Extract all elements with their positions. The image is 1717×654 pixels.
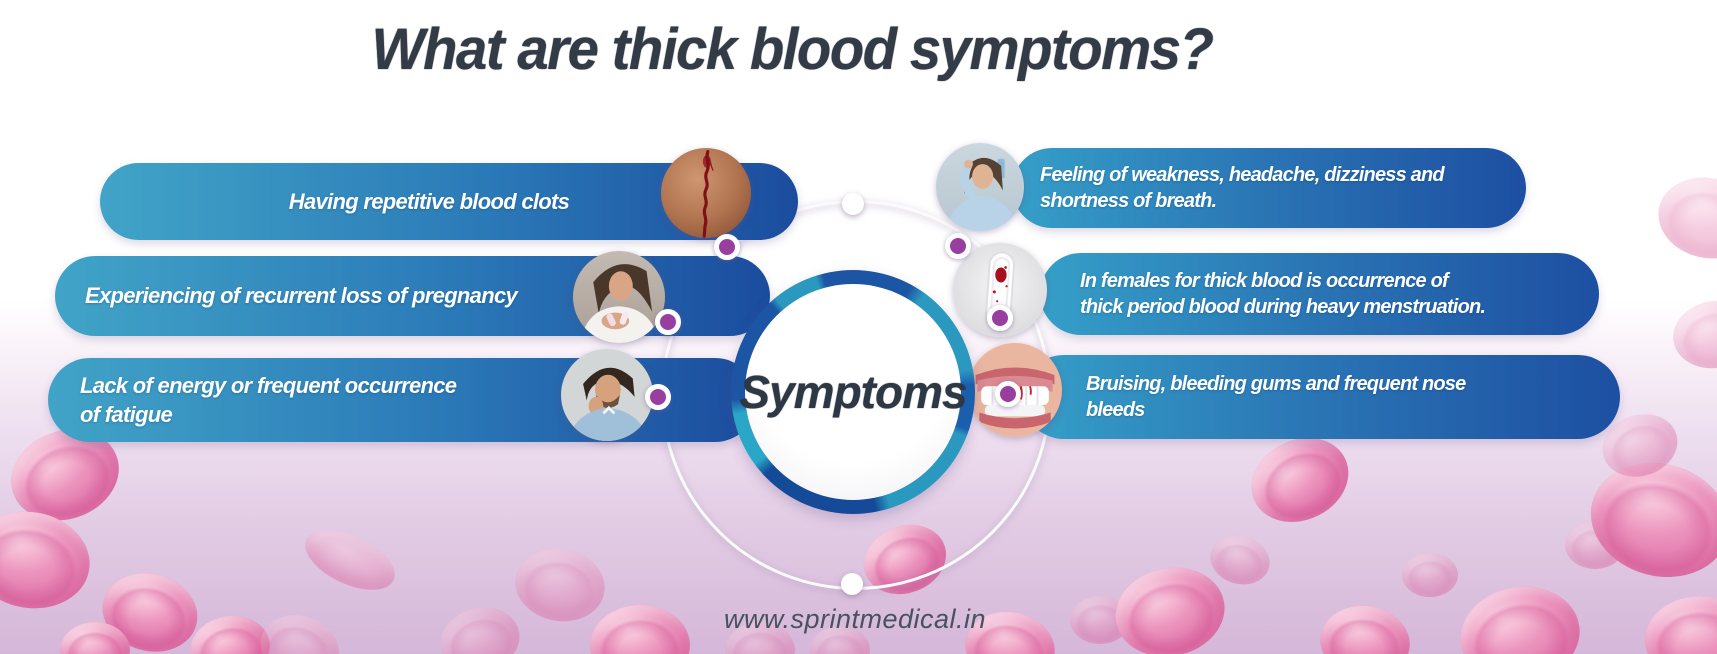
connector-dot <box>995 381 1021 407</box>
blood-clot-illustration <box>661 148 751 238</box>
orbit-node-bottom <box>841 573 863 595</box>
symptom-text: In females for thick blood is occurrence… <box>1080 269 1486 318</box>
symptom-text: Having repetitive blood clots <box>288 188 570 214</box>
center-circle: Symptoms <box>731 270 975 514</box>
symptom-text: Bruising, bleeding gums and frequent nos… <box>1086 372 1466 421</box>
connector-dot <box>714 234 740 260</box>
symptom-pill-bleeding-gums: Bruising, bleeding gums and frequent nos… <box>1022 355 1620 439</box>
symptom-text: Feeling of weakness, headache, dizziness… <box>1040 163 1445 212</box>
connector-dot <box>987 305 1013 331</box>
connector-dot <box>655 309 681 335</box>
blood-cell-decoration <box>1107 557 1233 654</box>
photo-woman-holding-pregnancy-test <box>573 251 665 343</box>
blood-cell-decoration <box>1645 596 1717 654</box>
photo-fatigued-man <box>561 349 653 441</box>
website-url: www.sprintmedical.in <box>723 604 987 634</box>
center-circle-inner: Symptoms <box>739 284 968 500</box>
connector-dot <box>645 384 671 410</box>
center-label: Symptoms <box>739 366 967 418</box>
blood-cell-decoration <box>251 604 349 654</box>
blood-cell-decoration <box>1315 600 1415 654</box>
blood-cell-decoration <box>1204 529 1276 591</box>
symptom-text: Experiencing of recurrent loss of pregna… <box>85 283 518 309</box>
pregnancy-test-illustration <box>573 251 665 343</box>
symptom-pill-heavy-menstruation: In females for thick blood is occurrence… <box>1040 253 1599 335</box>
orbit-node-top <box>842 193 864 215</box>
symptom-pill-weakness-dizziness: Feeling of weakness, headache, dizziness… <box>1012 148 1526 228</box>
blood-cell-decoration <box>1402 552 1458 598</box>
blood-cell-decoration <box>0 502 98 618</box>
blood-cell-decoration <box>509 541 611 629</box>
fatigued-man-illustration <box>561 349 653 441</box>
blood-cell-decoration <box>1452 577 1588 654</box>
photo-blood-clot-on-skin <box>661 148 751 238</box>
symptom-text: Lack of energy or frequent occurrence of… <box>80 372 457 427</box>
connector-dot <box>945 233 971 259</box>
page-title: What are thick blood symptoms? <box>371 17 1214 82</box>
blood-cell-decoration <box>296 517 404 603</box>
blood-cell-decoration <box>433 598 527 654</box>
blood-cell-decoration <box>1650 168 1717 268</box>
blood-cell-decoration <box>590 605 690 654</box>
blood-cell-decoration <box>1667 294 1717 376</box>
blood-cell-decoration <box>1237 422 1363 538</box>
photo-woman-with-headache <box>936 143 1024 231</box>
dizzy-woman-illustration <box>936 143 1024 231</box>
